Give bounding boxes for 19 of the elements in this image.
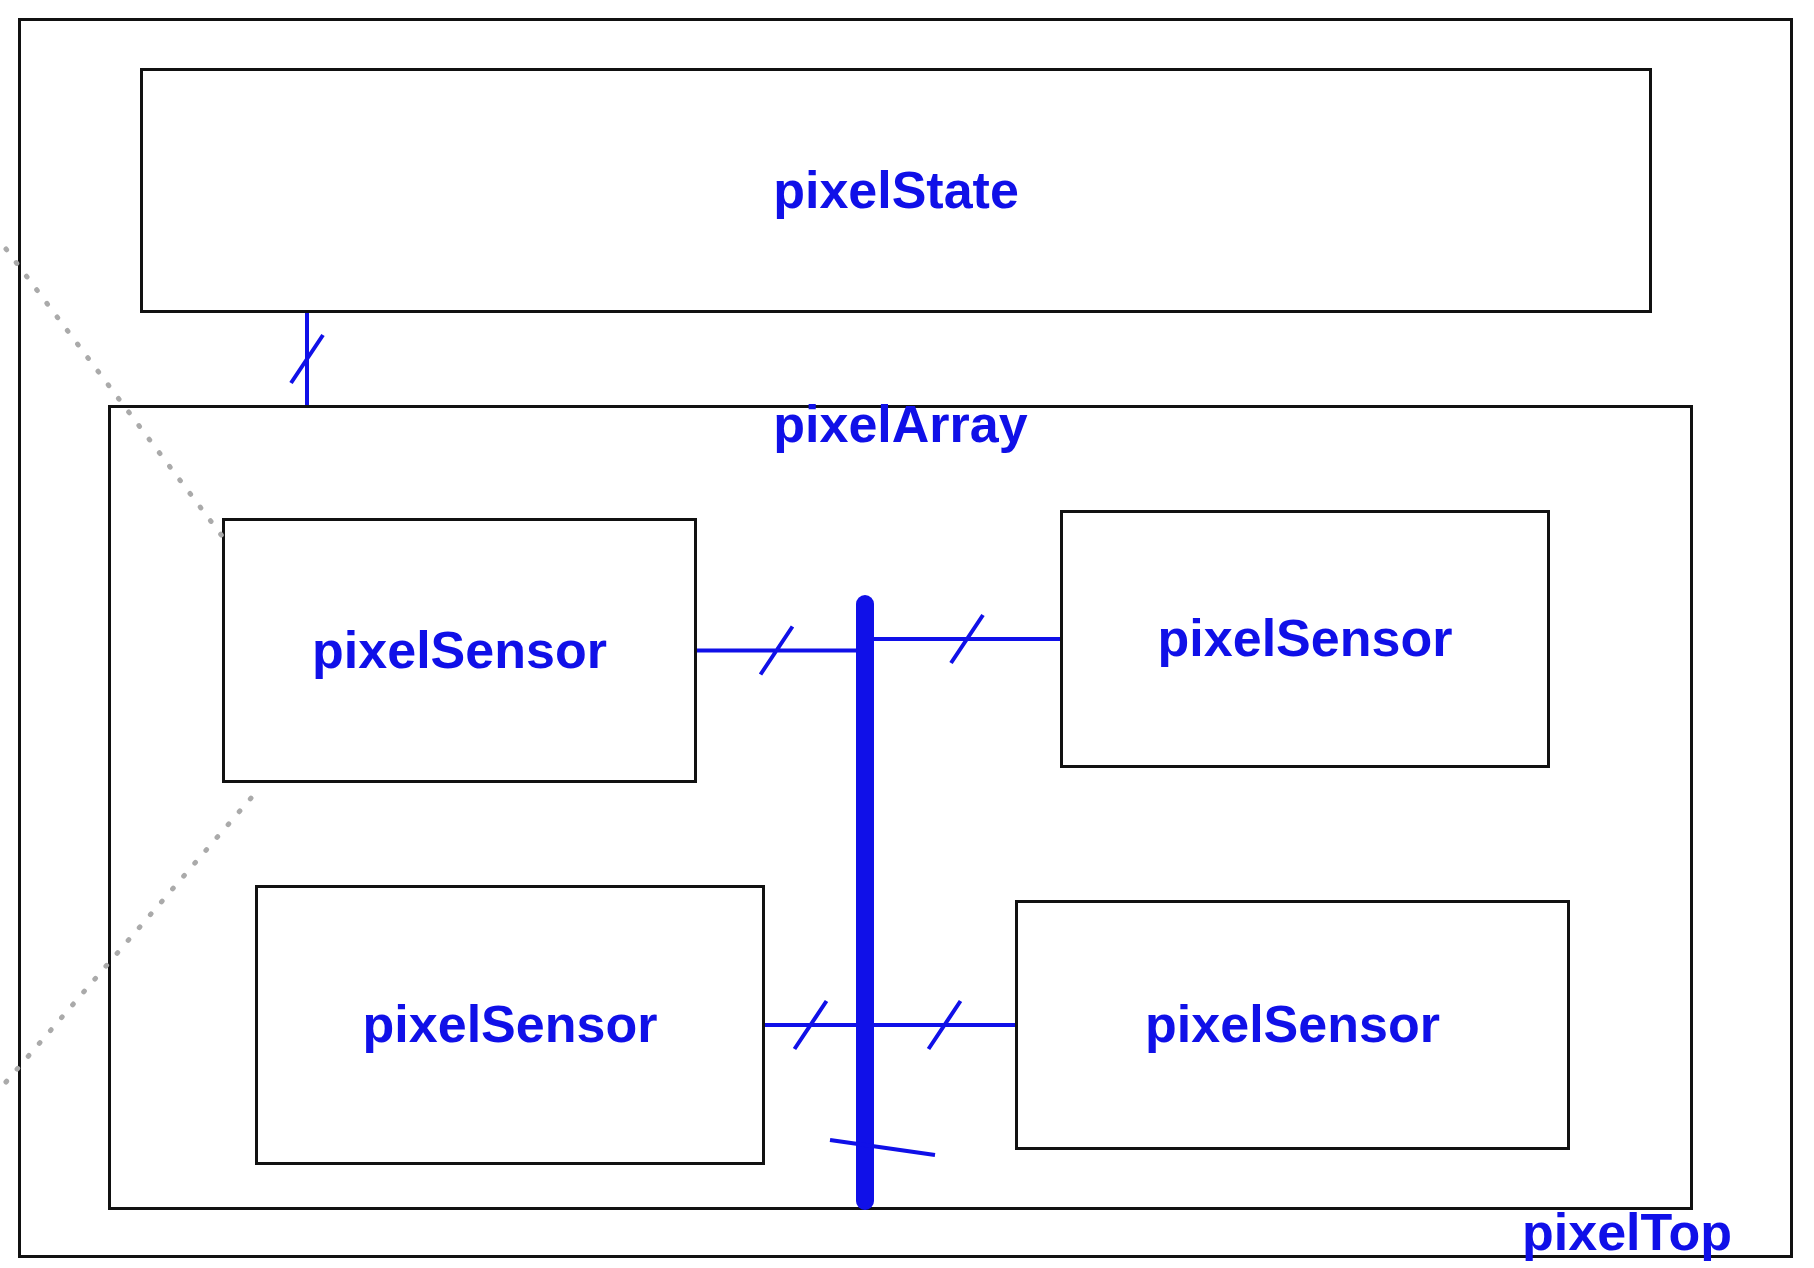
module-name: pixelSensor bbox=[362, 996, 658, 1054]
bus-connection bbox=[695, 624, 858, 677]
module-box bbox=[255, 885, 765, 1165]
module-box bbox=[108, 405, 1693, 1210]
module-box bbox=[140, 68, 1652, 313]
bus-connection bbox=[289, 311, 325, 407]
module-name: pixelArray bbox=[773, 396, 1028, 454]
bus-connection bbox=[763, 999, 858, 1051]
module-name: pixelSensor bbox=[312, 621, 607, 680]
module-box bbox=[222, 518, 697, 783]
bus-bar bbox=[856, 595, 874, 1210]
module-name: pixelSensor bbox=[1145, 996, 1440, 1054]
module-name: pixelState bbox=[773, 161, 1019, 220]
module-name: pixelSensor bbox=[1157, 610, 1453, 668]
module-name: pixelTop bbox=[1522, 1203, 1732, 1261]
bus-connection bbox=[872, 999, 1017, 1051]
module-box bbox=[1060, 510, 1550, 768]
bus-connection bbox=[872, 613, 1062, 665]
module-box bbox=[1015, 900, 1570, 1150]
